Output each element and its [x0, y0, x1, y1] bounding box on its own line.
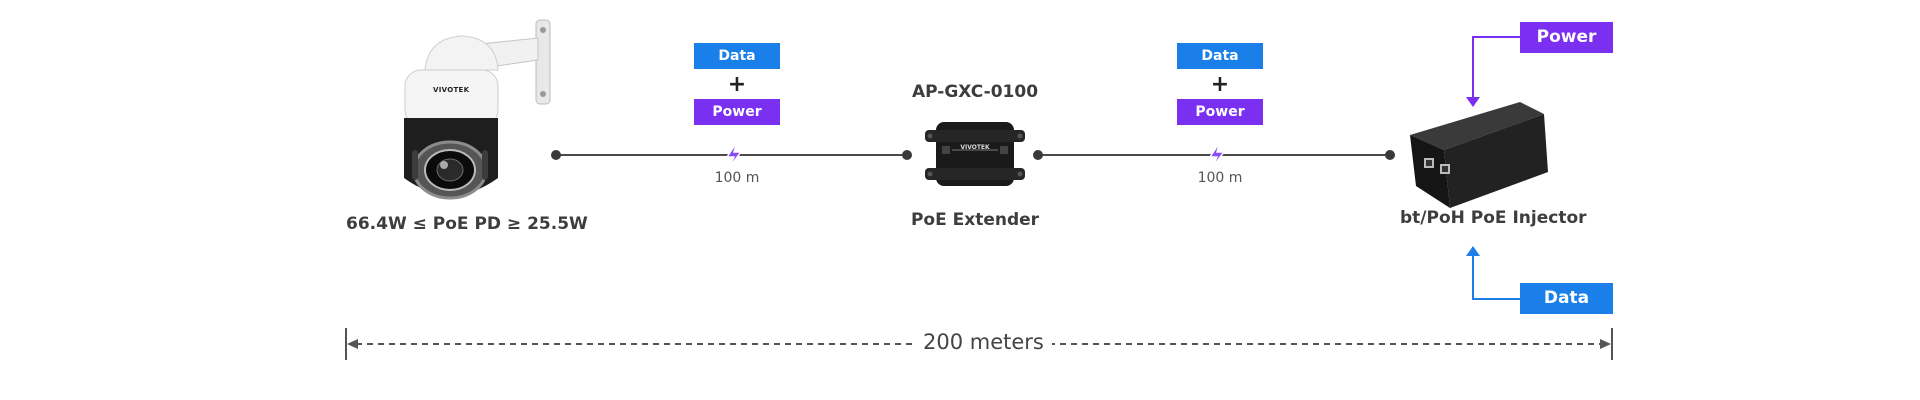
camera-caption: 66.4W ≤ PoE PD ≥ 25.5W: [346, 214, 588, 234]
data-input-connector: [1472, 255, 1520, 300]
ptz-camera-icon: [404, 19, 551, 200]
power-arrow-down-icon: [1466, 97, 1480, 107]
cable-right-start-node: [1033, 150, 1043, 160]
extender-caption: PoE Extender: [910, 210, 1040, 230]
power-input-connector: [1472, 36, 1520, 98]
total-span-label: 200 meters: [915, 330, 1052, 354]
poe-extender-icon: [925, 122, 1025, 186]
span-arrow-right-icon: [1600, 339, 1611, 349]
span-arrow-left-icon: [347, 339, 358, 349]
cable-left-start-node: [551, 150, 561, 160]
camera-brand-label: VIVOTEK: [433, 86, 470, 94]
right-data-badge: Data: [1177, 43, 1263, 69]
cable-right-end-node: [1385, 150, 1395, 160]
injector-caption: bt/PoH PoE Injector: [1400, 208, 1587, 228]
injector-power-input-badge: Power: [1520, 22, 1613, 53]
bolt-left-icon: [725, 141, 743, 169]
bolt-right-icon: [1208, 141, 1226, 169]
left-distance-label: 100 m: [714, 170, 760, 186]
left-power-badge: Power: [694, 99, 780, 125]
extender-brand-label: VIVOTEK: [960, 144, 990, 151]
left-plus-sign: +: [727, 72, 747, 97]
extender-model-label: AP-GXC-0100: [911, 82, 1039, 102]
left-data-badge: Data: [694, 43, 780, 69]
data-arrow-up-icon: [1466, 246, 1480, 256]
poe-injector-icon: [1410, 102, 1548, 208]
right-distance-label: 100 m: [1197, 170, 1243, 186]
cable-left-end-node: [902, 150, 912, 160]
right-power-badge: Power: [1177, 99, 1263, 125]
right-plus-sign: +: [1210, 72, 1230, 97]
injector-data-input-badge: Data: [1520, 283, 1613, 314]
